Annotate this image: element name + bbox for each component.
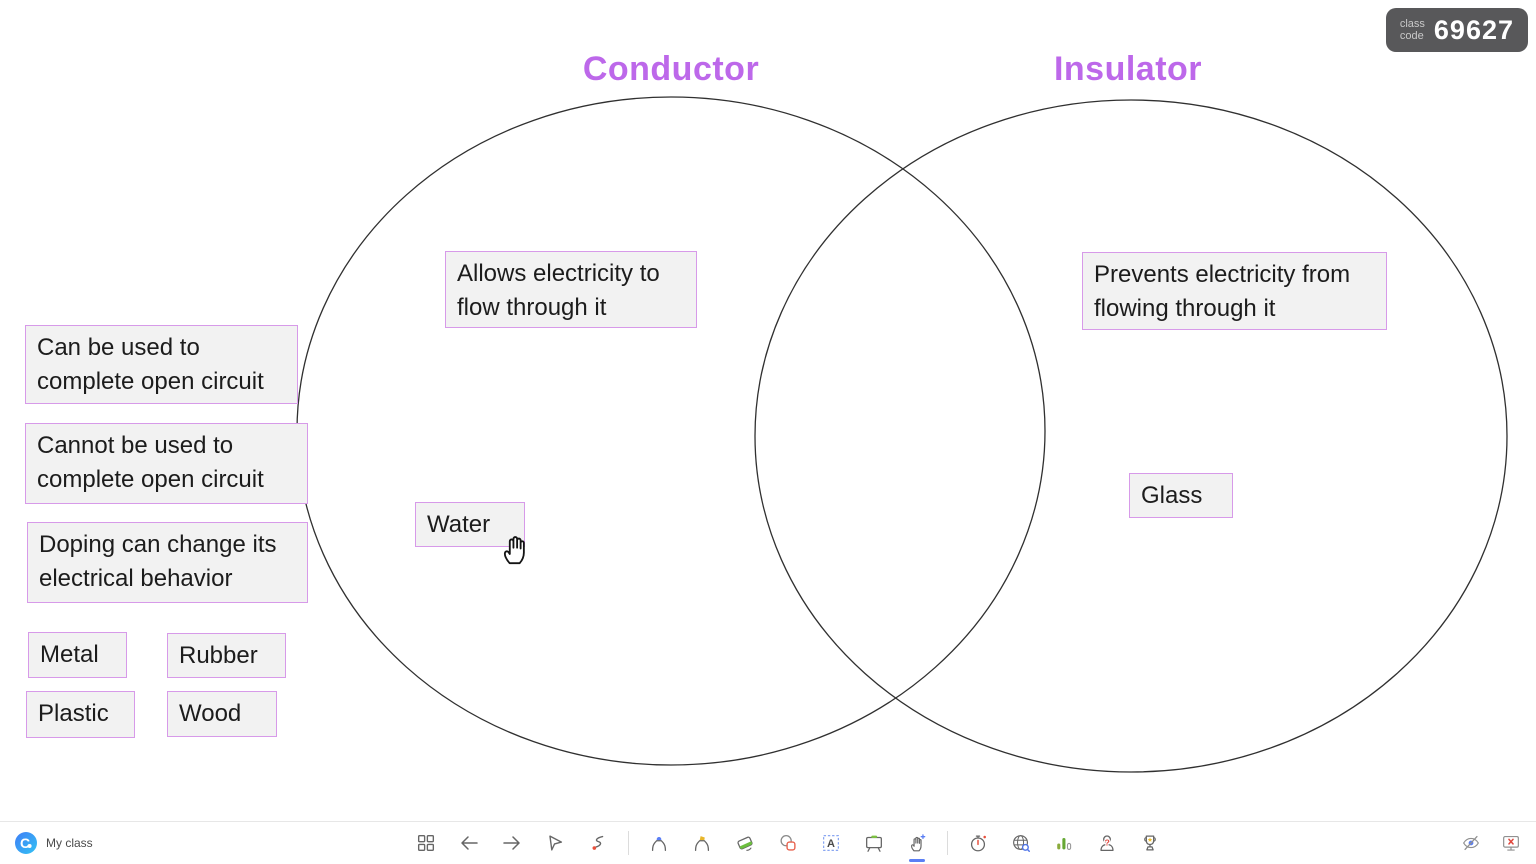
svg-text:A: A — [827, 838, 835, 850]
highlighter-icon[interactable] — [689, 830, 715, 856]
quick-poll-icon[interactable] — [1051, 830, 1077, 856]
hand-cursor-icon — [503, 536, 525, 565]
svg-text:C: C — [20, 835, 30, 851]
laser-pen-icon[interactable] — [585, 830, 611, 856]
text-box-icon[interactable]: A — [818, 830, 844, 856]
toolbar-divider — [628, 831, 629, 855]
previous-slide-icon[interactable] — [456, 830, 482, 856]
leaderboard-icon[interactable] — [1137, 830, 1163, 856]
hide-toolbar-icon[interactable] — [1458, 830, 1484, 856]
class-code-label: class code — [1399, 17, 1425, 42]
draggable-objects-icon[interactable] — [904, 830, 930, 862]
draggable-label-rubber[interactable]: Rubber — [167, 633, 286, 678]
draggable-label-cannot[interactable]: Cannot be used to complete open circuit — [25, 423, 308, 504]
toolbar-divider — [947, 831, 948, 855]
toolbar-tools: A — [413, 822, 1163, 864]
active-tool-indicator — [909, 859, 925, 862]
brand: C My class — [14, 822, 93, 864]
draggable-label-water[interactable]: Water — [415, 502, 525, 547]
draggable-label-doping[interactable]: Doping can change its electrical behavio… — [27, 522, 308, 603]
slide-navigator-icon[interactable] — [413, 830, 439, 856]
name-picker-icon[interactable]: ? — [1094, 830, 1120, 856]
toolbar-right — [1458, 822, 1524, 864]
timer-icon[interactable] — [965, 830, 991, 856]
classpoint-toolbar: C My class — [0, 821, 1536, 864]
class-code-value: 69627 — [1433, 14, 1514, 45]
draggable-label-prevents[interactable]: Prevents electricity from flowing throug… — [1082, 252, 1387, 330]
shapes-icon[interactable] — [775, 830, 801, 856]
pen-icon[interactable] — [646, 830, 672, 856]
draggable-label-allows[interactable]: Allows electricity to flow through it — [445, 251, 697, 328]
draggable-label-wood[interactable]: Wood — [167, 691, 277, 737]
whiteboard-icon[interactable] — [861, 830, 887, 856]
exit-slideshow-icon[interactable] — [1498, 830, 1524, 856]
draggable-label-glass[interactable]: Glass — [1129, 473, 1233, 518]
pointer-icon[interactable] — [542, 830, 568, 856]
draggable-label-can[interactable]: Can be used to complete open circuit — [25, 325, 298, 404]
brand-label: My class — [46, 836, 93, 850]
insulator-title: Insulator — [1053, 50, 1203, 88]
conductor-title: Conductor — [582, 50, 760, 88]
class-code-badge: class code 69627 — [1385, 8, 1528, 52]
draggable-label-metal[interactable]: Metal — [28, 632, 127, 678]
next-slide-icon[interactable] — [499, 830, 525, 856]
svg-text:?: ? — [1105, 837, 1110, 847]
insulator-circle — [754, 99, 1508, 773]
conductor-circle — [296, 96, 1046, 766]
embedded-browser-icon[interactable] — [1008, 830, 1034, 856]
classpoint-logo-icon: C — [15, 832, 37, 854]
draggable-label-plastic[interactable]: Plastic — [26, 691, 135, 738]
eraser-icon[interactable] — [732, 830, 758, 856]
